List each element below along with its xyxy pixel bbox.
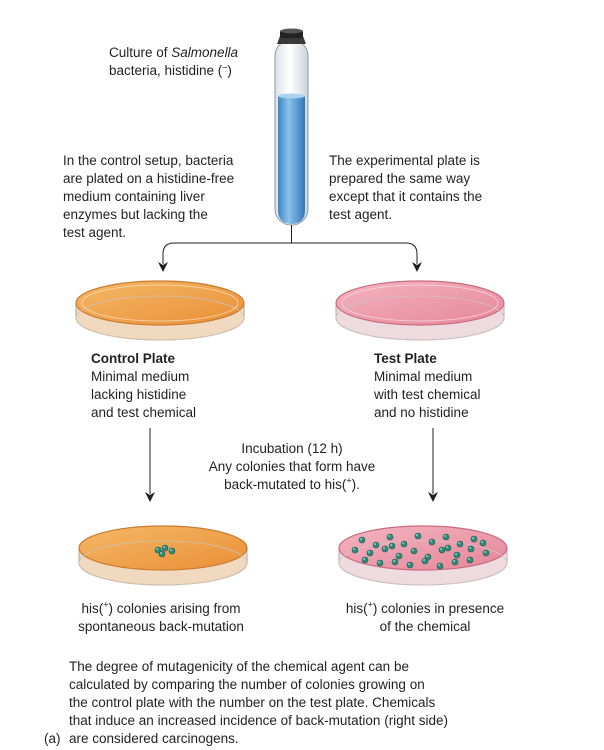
control-colonies (154, 544, 176, 558)
colony-highlight (163, 546, 165, 548)
colony (168, 547, 176, 555)
colony-highlight (374, 543, 376, 545)
colony (406, 561, 414, 569)
colony-highlight (416, 534, 418, 536)
control-plate-label: Control Plate Minimal medium lacking his… (91, 351, 197, 420)
test-plate-dish (335, 280, 505, 341)
colony-highlight (469, 547, 471, 549)
colony (451, 558, 459, 566)
colony-highlight (368, 551, 370, 553)
colony (410, 547, 418, 555)
colony-highlight (426, 555, 428, 557)
colony (386, 533, 394, 541)
colony (479, 539, 487, 547)
control-setup-text: In the control setup, bacteria are plate… (63, 153, 235, 240)
colony-highlight (438, 564, 440, 566)
experimental-setup-text: The experimental plate is prepared the s… (329, 153, 483, 222)
colony-highlight (383, 547, 385, 549)
colony (388, 542, 396, 550)
colony (366, 549, 374, 557)
test-plate-label: Test Plate Minimal medium with test chem… (374, 351, 481, 420)
colony (444, 544, 452, 552)
colony (361, 556, 369, 564)
colony (372, 541, 380, 549)
colony (421, 557, 429, 565)
colony (395, 552, 403, 560)
colony (466, 556, 474, 564)
conclusion-text: The degree of mutagenicity of the chemic… (69, 659, 448, 746)
colony (161, 544, 169, 552)
test-plate-result-dish (338, 525, 508, 586)
colony-highlight (468, 558, 470, 560)
incubation-label: Incubation (12 h) Any colonies that form… (208, 441, 376, 492)
colony-highlight (390, 544, 392, 546)
colony-highlight (455, 553, 457, 555)
colony-highlight (453, 560, 455, 562)
test-tube (274, 28, 309, 226)
colony (358, 536, 366, 544)
colony-highlight (393, 560, 395, 562)
colony (470, 535, 478, 543)
colony (428, 538, 436, 546)
test-colonies (351, 532, 490, 570)
branch-arrow (162, 225, 418, 264)
colony (376, 559, 384, 567)
colony-highlight (446, 546, 448, 548)
control-result-label: his(+) colonies arising from spontaneous… (78, 599, 244, 634)
colony (482, 549, 490, 557)
colony-highlight (423, 559, 425, 561)
culture-label: Culture of Salmonella bacteria, histidin… (109, 45, 239, 78)
colony-highlight (458, 542, 460, 544)
colony (436, 562, 444, 570)
colony-highlight (472, 537, 474, 539)
colony-highlight (156, 548, 158, 550)
colony-highlight (353, 548, 355, 550)
colony-highlight (481, 541, 483, 543)
colony-highlight (397, 554, 399, 556)
colony-highlight (363, 558, 365, 560)
colony (381, 545, 389, 553)
colony (391, 558, 399, 566)
colony-highlight (440, 548, 442, 550)
colony (456, 540, 464, 548)
colony (400, 540, 408, 548)
colony (158, 550, 166, 558)
colony-highlight (430, 540, 432, 542)
colony-highlight (360, 538, 362, 540)
colony (442, 533, 450, 541)
culture-fluid (278, 96, 305, 224)
colony (438, 546, 446, 554)
colony-highlight (388, 535, 390, 537)
colony (414, 532, 422, 540)
colony-highlight (412, 549, 414, 551)
panel-label: (a) (44, 731, 61, 746)
colony (453, 551, 461, 559)
colony (351, 546, 359, 554)
colony-highlight (378, 561, 380, 563)
colony-highlight (160, 552, 162, 554)
colony-highlight (402, 542, 404, 544)
colony-highlight (484, 551, 486, 553)
incubation-arrows (149, 428, 434, 494)
colony-highlight (444, 535, 446, 537)
colony (467, 545, 475, 553)
colony-highlight (408, 563, 410, 565)
colony-highlight (170, 549, 172, 551)
test-result-label: his(+) colonies in presence of the chemi… (345, 599, 505, 634)
control-plate-dish (75, 280, 245, 341)
